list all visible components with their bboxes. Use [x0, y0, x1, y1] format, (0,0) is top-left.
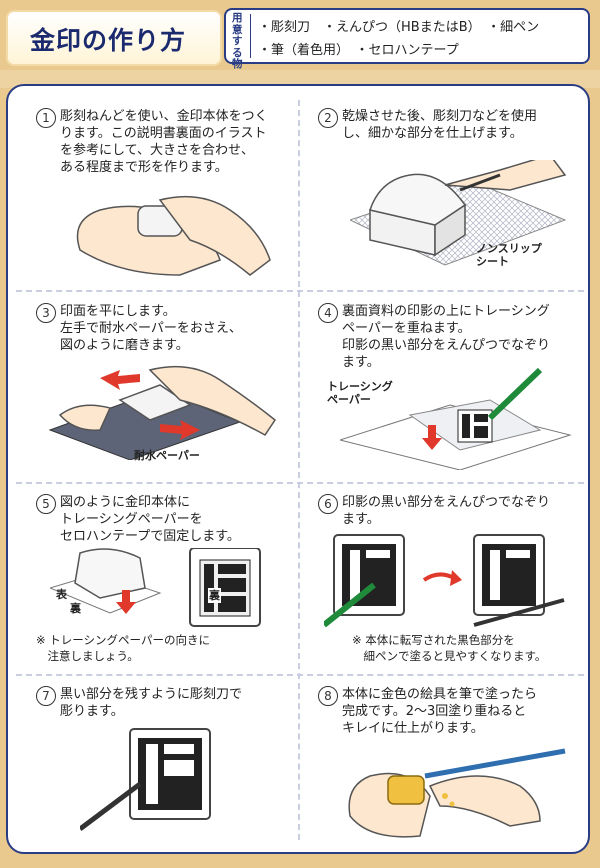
step-text: 印面を平にします。 左手で耐水ペーパーをおさえ、 図のように磨きます。 [60, 304, 242, 353]
step-text: 乾燥させた後、彫刻刀などを使用 し、細かな部分を仕上げます。 [342, 109, 538, 141]
title-box: 金印の作り方 [8, 12, 220, 64]
step-7-illustration [80, 724, 260, 834]
step-2-illustration [350, 160, 570, 270]
step-number: 6 [318, 494, 338, 514]
materials-line-1: ・彫刻刀 ・えんぴつ（HBまたはB） ・細ペン [258, 20, 540, 35]
row-divider-2 [16, 482, 584, 484]
front-label: 表 [56, 588, 67, 601]
step-number: 7 [36, 686, 56, 706]
step-4-illustration [340, 360, 580, 470]
waterproof-paper-label: 耐水ペーパー [134, 449, 200, 462]
step-5-note: ※ トレーシングペーパーの向きに 注意しましょう。 [36, 633, 210, 663]
step-3-illustration [40, 360, 280, 460]
step-1-illustration [60, 180, 280, 280]
step-number: 4 [318, 303, 338, 323]
tracing-paper-label: トレーシング ペーパー [327, 380, 393, 406]
step-text: 図のように金印本体に トレーシングペーパーを セロハンテープで固定します。 [60, 495, 240, 544]
non-slip-sheet-label: ノンスリップ シート [476, 242, 542, 268]
back-label-stamp: 裏 [208, 588, 221, 603]
back-label-paper: 裏 [70, 602, 81, 615]
step-number: 3 [36, 303, 56, 323]
step-8-illustration [340, 746, 580, 846]
step-text: 黒い部分を残すように彫刻刀で 彫ります。 [60, 687, 243, 719]
row-divider-1 [16, 290, 584, 292]
column-divider [298, 100, 300, 840]
materials-divider [250, 14, 251, 58]
step-number: 1 [36, 108, 56, 128]
materials-line-2: ・筆（着色用） ・セロハンテープ [258, 43, 459, 58]
step-6-illustration [324, 530, 580, 630]
background-stripe [0, 70, 600, 88]
step-6-note: ※ 本体に転写された黒色部分を 細ペンで塗ると見やすくなります。 [352, 633, 547, 663]
row-divider-3 [16, 674, 584, 676]
step-5-illustration [50, 548, 290, 628]
step-text: 印影の黒い部分をえんぴつでなぞり ます。 [342, 495, 551, 527]
page-title: 金印の作り方 [30, 26, 187, 55]
step-text: 裏面資料の印影の上にトレーシング ペーパーを重ねます。 印影の黒い部分をえんぴつ… [342, 304, 551, 370]
step-number: 2 [318, 108, 338, 128]
step-text: 本体に金色の絵具を筆で塗ったら 完成です。2〜3回塗り重ねると キレイに仕上がり… [342, 687, 538, 736]
materials-box: 用意する物 ・彫刻刀 ・えんぴつ（HBまたはB） ・細ペン ・筆（着色用） ・セ… [224, 8, 590, 70]
step-number: 8 [318, 686, 338, 706]
step-number: 5 [36, 494, 56, 514]
materials-label: 用意する物 [232, 12, 243, 70]
step-text: 彫刻ねんどを使い、金印本体をつく ります。この説明書裏面のイラスト を参考にして… [60, 109, 268, 175]
